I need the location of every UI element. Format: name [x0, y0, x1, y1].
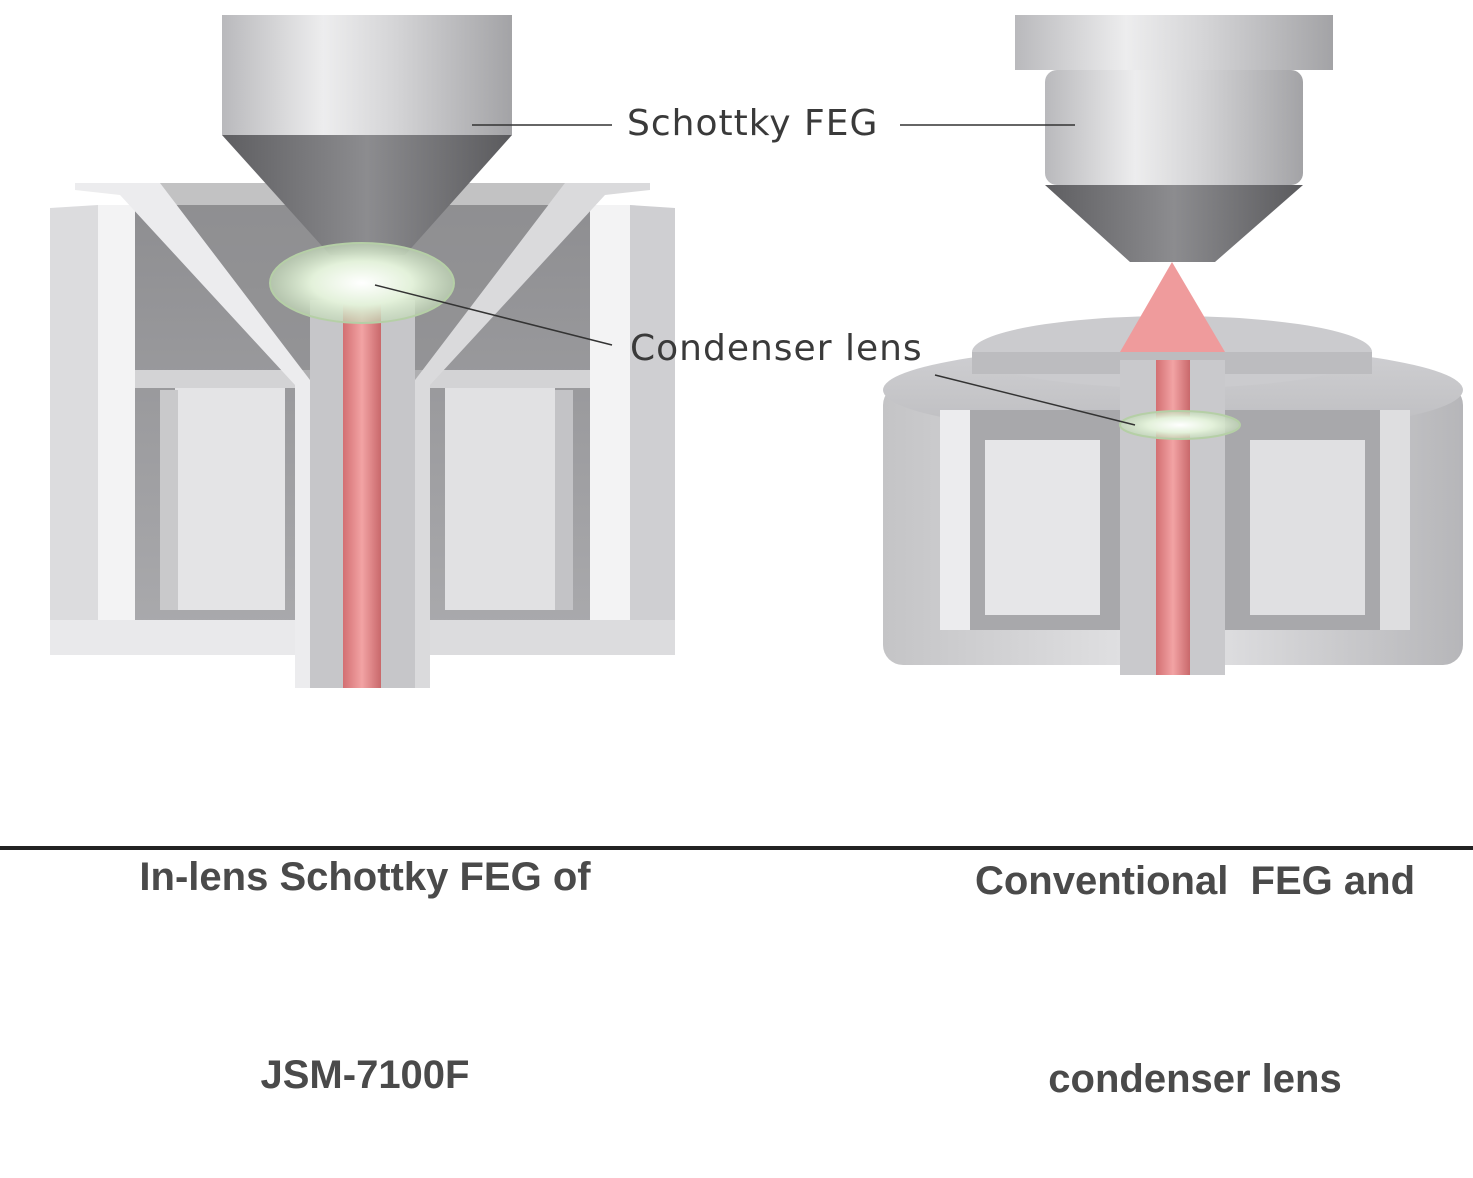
gun-cylinder-right: [1045, 70, 1303, 185]
coil-left-side: [160, 390, 178, 610]
ring-cut-right: [1380, 410, 1410, 630]
outer-wall-left: [50, 205, 98, 655]
gun-cone-right: [1045, 185, 1303, 262]
caption-right-line1: Conventional FEG and: [930, 848, 1460, 914]
coil-right-side: [555, 390, 573, 610]
electron-beam-right: [1156, 360, 1190, 675]
caption-left-line1: In-lens Schottky FEG of: [60, 844, 670, 910]
condenser-lens-left: [270, 243, 454, 323]
conventional-assembly: [883, 15, 1463, 675]
outer-wall-right-face: [630, 205, 675, 655]
bottom-border: [0, 846, 1473, 850]
in-lens-assembly: [50, 15, 675, 688]
coil-right: [445, 385, 555, 610]
electron-beam-left: [343, 300, 381, 688]
beam-cone-right: [1120, 262, 1225, 352]
schottky-feg-label: Schottky FEG: [627, 103, 878, 144]
condenser-lens-label: Condenser lens: [630, 328, 923, 369]
coil-right-b: [1250, 440, 1365, 615]
coil-left: [175, 385, 285, 610]
bottom-plate-left: [50, 620, 300, 655]
caption-right: Conventional FEG and condenser lens: [930, 716, 1460, 1178]
gun-cylinder-left: [222, 15, 512, 135]
outer-wall-right: [590, 205, 630, 625]
coil-right-a: [985, 440, 1100, 615]
bottom-plate-right: [425, 620, 675, 655]
caption-right-line2: condenser lens: [930, 1046, 1460, 1112]
ring-cut-left: [940, 410, 970, 630]
outer-wall-left-face: [98, 205, 135, 625]
condenser-lens-right: [1120, 411, 1240, 439]
caption-left: In-lens Schottky FEG of JSM-7100F: [60, 712, 670, 1174]
gun-top-right: [1015, 15, 1333, 70]
caption-left-line2: JSM-7100F: [60, 1042, 670, 1108]
